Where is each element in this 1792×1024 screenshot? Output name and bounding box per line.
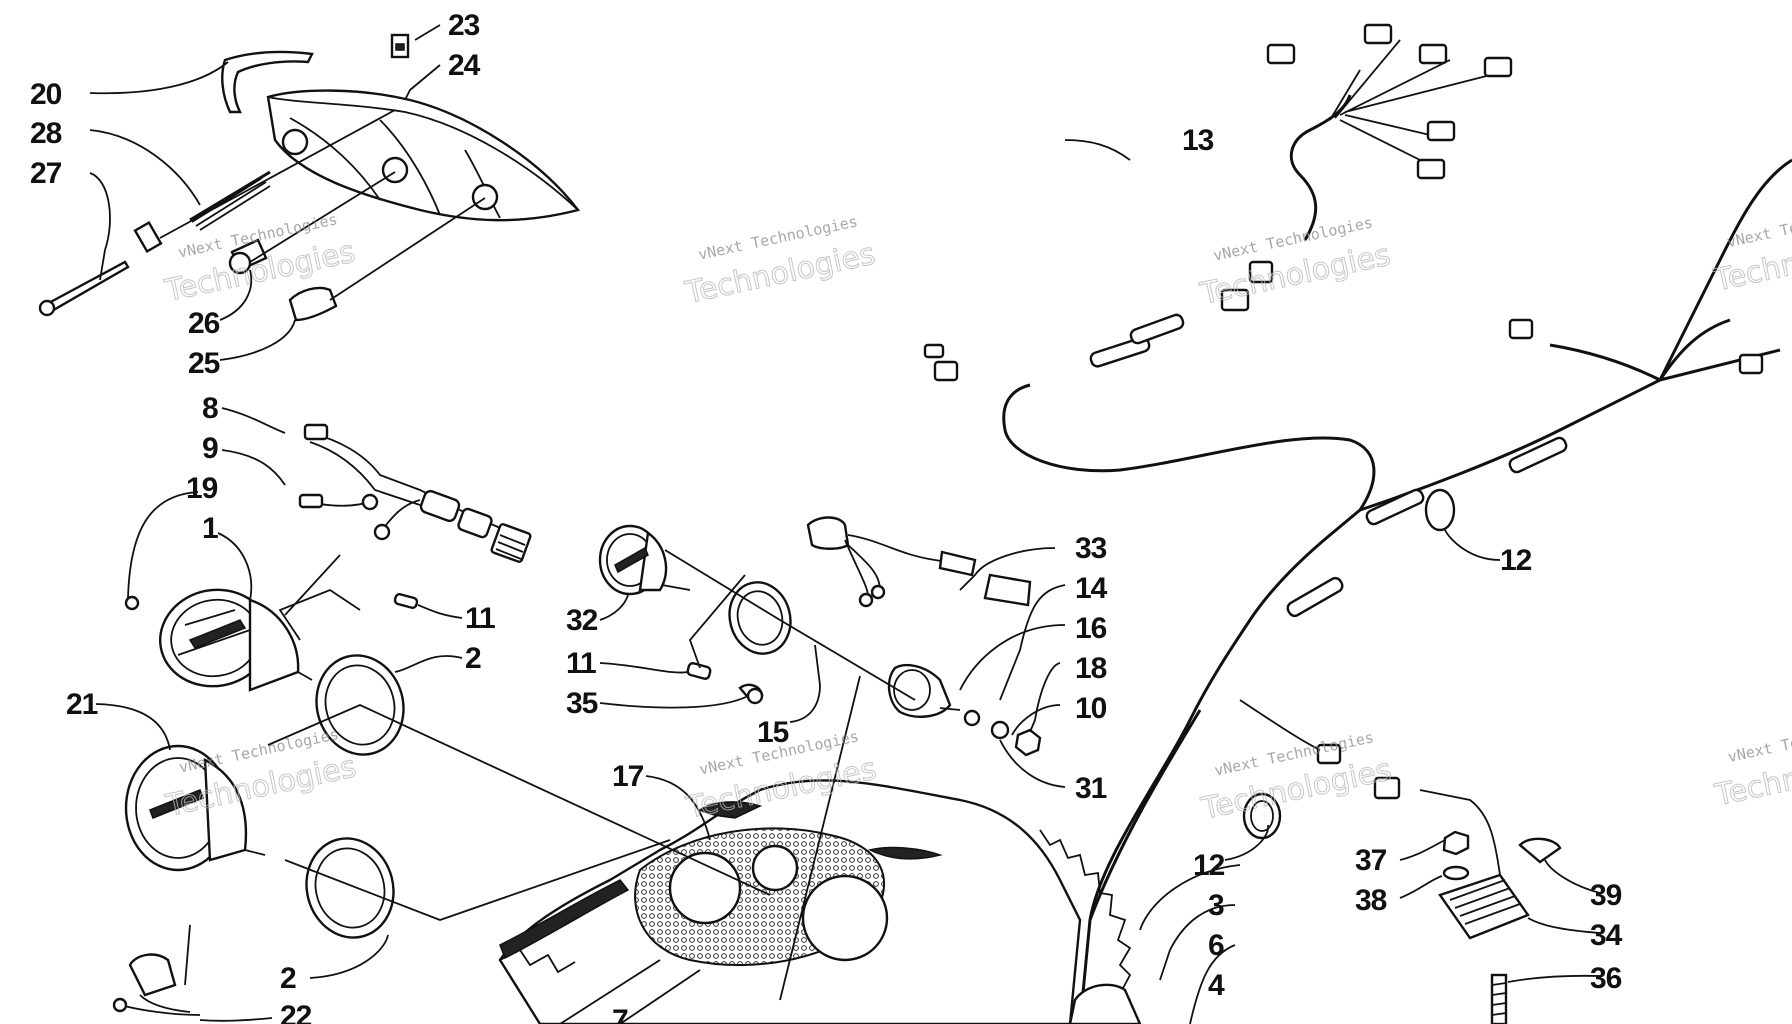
callout-13: 13 — [1182, 124, 1214, 157]
bulb-socket-25 — [288, 286, 338, 322]
clamp-12-lower — [1242, 792, 1282, 840]
callout-24: 24 — [448, 49, 481, 82]
callout-33: 33 — [1075, 532, 1107, 565]
voltage-regulator-34 — [1373, 776, 1530, 940]
callout-36: 36 — [1590, 962, 1622, 995]
callout-31: 31 — [1075, 772, 1107, 805]
gauge-16 — [887, 664, 961, 718]
callout-16: 16 — [1075, 612, 1107, 645]
callout-8: 8 — [202, 392, 218, 425]
gauge-1 — [124, 588, 313, 692]
washer-38 — [1442, 865, 1470, 881]
callout-32: 32 — [566, 604, 598, 637]
callout-1: 1 — [202, 512, 218, 545]
callout-18: 18 — [1075, 652, 1107, 685]
callout-10: 10 — [1075, 692, 1107, 725]
adjuster-spring — [189, 170, 271, 231]
callout-34: 34 — [1590, 919, 1623, 952]
clamp-12-upper — [1424, 488, 1456, 532]
bulb-11-center — [686, 662, 712, 680]
callout-38: 38 — [1355, 884, 1387, 917]
callout-21: 21 — [66, 688, 98, 721]
callout-20: 20 — [30, 78, 62, 111]
cable-tie-39 — [1518, 837, 1562, 864]
callout-11-center: 11 — [566, 647, 596, 680]
callout-15: 15 — [757, 716, 789, 749]
dash-console — [498, 779, 1132, 1024]
bulb-11-left — [393, 593, 419, 609]
callout-37: 37 — [1355, 844, 1387, 877]
leader-lines — [89, 24, 1601, 1024]
lockwasher-31 — [990, 720, 1010, 740]
callout-17: 17 — [612, 760, 644, 793]
callout-9: 9 — [202, 432, 218, 465]
callout-39: 39 — [1590, 879, 1622, 912]
callout-labels: 20 28 27 23 24 26 25 8 9 19 1 11 2 21 2 … — [30, 9, 1624, 1024]
callout-27: 27 — [30, 157, 62, 190]
callout-28: 28 — [30, 117, 62, 150]
callout-35: 35 — [566, 687, 598, 720]
callout-4: 4 — [1208, 969, 1225, 1002]
gauge-harness — [298, 423, 532, 563]
callout-22: 22 — [280, 1000, 312, 1024]
switch-3 — [1068, 983, 1142, 1024]
watermark-text: vNext Technologies — [1725, 200, 1792, 251]
callout-6: 6 — [1208, 929, 1224, 962]
watermarks: vNext Technologies Technologies vNext Te… — [161, 200, 1792, 828]
callout-14: 14 — [1075, 572, 1108, 605]
callout-23: 23 — [448, 9, 480, 42]
indicator-bulb-22 — [128, 953, 177, 997]
bolt-36 — [1490, 973, 1508, 1024]
washer-18 — [963, 709, 981, 727]
bezel-ring-lower — [305, 837, 395, 939]
headlight-trim-strip — [221, 50, 314, 114]
nut-10 — [1014, 728, 1042, 757]
headlight-assembly — [38, 33, 581, 322]
watermark-text: vNext Technologies — [1726, 715, 1792, 766]
nut-37 — [1442, 830, 1470, 856]
bracket-27 — [133, 220, 163, 254]
callout-3: 3 — [1208, 889, 1224, 922]
light-33 — [806, 516, 1032, 608]
callout-12-lower: 12 — [1193, 849, 1225, 882]
gauge-21 — [124, 744, 266, 872]
callout-2-lower: 2 — [280, 962, 296, 995]
callout-11-left: 11 — [465, 602, 495, 635]
gauge-32 — [598, 524, 691, 596]
callout-25: 25 — [188, 347, 220, 380]
adjuster-screw — [43, 260, 130, 314]
callout-26: 26 — [188, 307, 220, 340]
callout-12-upper: 12 — [1500, 544, 1532, 577]
callout-2-upper: 2 — [465, 642, 481, 675]
callout-7: 7 — [612, 1004, 628, 1024]
main-wiring-harness — [923, 23, 1792, 1024]
callout-19: 19 — [186, 472, 218, 505]
